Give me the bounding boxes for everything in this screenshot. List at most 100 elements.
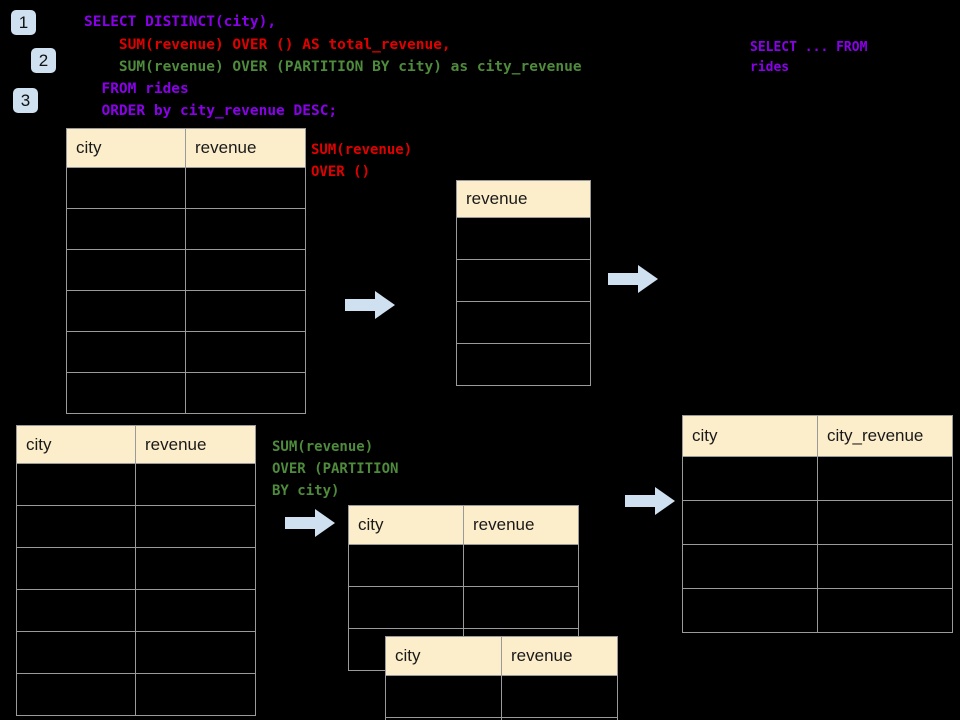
cell-city <box>682 456 818 501</box>
cell-revenue <box>185 167 306 209</box>
column-header-city: city <box>66 128 186 168</box>
cell-city-revenue <box>817 544 953 589</box>
cell-city <box>66 249 186 291</box>
table-row <box>348 586 579 629</box>
cell-revenue <box>185 372 306 414</box>
cell-revenue <box>135 505 256 548</box>
cell-revenue <box>135 589 256 632</box>
table-row <box>16 673 256 716</box>
cell-city <box>16 589 136 632</box>
table-row <box>66 372 306 414</box>
sql-line-select: SELECT DISTINCT(city), <box>84 14 277 30</box>
cell-city <box>16 673 136 716</box>
table-header-row: city revenue <box>348 505 579 545</box>
column-header-revenue: revenue <box>456 180 591 218</box>
cell-revenue <box>135 463 256 506</box>
arrow-partition-to-result <box>625 487 675 515</box>
cell-city <box>682 588 818 633</box>
cell-revenue <box>456 217 591 260</box>
step-badge-3[interactable]: 3 <box>13 88 38 113</box>
cell-revenue <box>456 259 591 302</box>
column-header-revenue: revenue <box>135 425 256 464</box>
arrow-source-to-partition <box>285 509 335 537</box>
table-row <box>16 463 256 506</box>
table-source-bottom: city revenue <box>16 425 256 716</box>
sql-line-total-revenue: SUM(revenue) OVER () AS total_revenue, <box>84 37 451 53</box>
cell-city <box>682 544 818 589</box>
table-header-row: city revenue <box>16 425 256 464</box>
cell-city <box>682 500 818 545</box>
cell-city <box>16 631 136 674</box>
cell-city <box>348 586 464 629</box>
cell-city <box>16 505 136 548</box>
table-row <box>66 249 306 291</box>
cell-revenue <box>185 249 306 291</box>
annotation-total-revenue: SUM(revenue) OVER () <box>311 142 413 180</box>
cell-revenue <box>463 544 579 587</box>
column-header-city-revenue: city_revenue <box>817 415 953 457</box>
sql-line-city-revenue: SUM(revenue) OVER (PARTITION BY city) as… <box>84 59 582 75</box>
table-result: city city_revenue <box>682 415 953 633</box>
cell-revenue <box>463 586 579 629</box>
cell-city <box>66 208 186 250</box>
table-row <box>456 301 591 344</box>
table-header-row: city city_revenue <box>682 415 953 457</box>
table-row <box>66 331 306 373</box>
step-badge-1[interactable]: 1 <box>11 10 36 35</box>
column-header-city: city <box>682 415 818 457</box>
cell-city-revenue <box>817 456 953 501</box>
arrow-source-to-total <box>345 291 395 319</box>
table-header-row: revenue <box>456 180 591 218</box>
cell-city <box>16 463 136 506</box>
table-row <box>66 208 306 250</box>
cell-revenue <box>501 675 618 718</box>
cell-city <box>385 675 502 718</box>
cell-city <box>66 372 186 414</box>
cell-revenue <box>501 717 618 720</box>
cell-revenue <box>135 547 256 590</box>
cell-city-revenue <box>817 588 953 633</box>
table-row <box>456 343 591 386</box>
table-row <box>16 631 256 674</box>
cell-city <box>348 544 464 587</box>
table-source-top: city revenue <box>66 128 306 414</box>
cell-city-revenue <box>817 500 953 545</box>
cell-revenue <box>456 343 591 386</box>
sql-side-note-line2: rides <box>750 60 790 75</box>
annotation-city-revenue: SUM(revenue) OVER (PARTITION BY city) <box>272 439 399 499</box>
step-badge-2[interactable]: 2 <box>31 48 56 73</box>
cell-city <box>66 331 186 373</box>
cell-city <box>66 167 186 209</box>
table-header-row: city revenue <box>385 636 618 676</box>
table-row <box>66 290 306 332</box>
table-row <box>385 717 618 720</box>
cell-revenue <box>185 208 306 250</box>
table-row <box>682 588 953 633</box>
sql-line-from: FROM rides <box>84 81 189 97</box>
cell-city <box>16 547 136 590</box>
column-header-revenue: revenue <box>185 128 306 168</box>
arrow-total-to-result <box>608 265 658 293</box>
table-header-row: city revenue <box>66 128 306 168</box>
sql-line-order-by: ORDER by city_revenue DESC; <box>84 103 338 119</box>
table-row <box>66 167 306 209</box>
table-row <box>16 589 256 632</box>
table-partition-front: city revenue <box>385 636 618 720</box>
cell-revenue <box>456 301 591 344</box>
column-header-city: city <box>385 636 502 676</box>
table-row <box>348 544 579 587</box>
column-header-city: city <box>348 505 464 545</box>
table-row <box>682 500 953 545</box>
cell-revenue <box>185 290 306 332</box>
cell-revenue <box>135 673 256 716</box>
table-row <box>385 675 618 718</box>
sql-side-note-line1: SELECT ... FROM <box>750 40 868 55</box>
cell-city <box>66 290 186 332</box>
table-row <box>682 456 953 501</box>
column-header-revenue: revenue <box>501 636 618 676</box>
cell-revenue <box>185 331 306 373</box>
table-row <box>16 505 256 548</box>
table-row <box>456 259 591 302</box>
table-row <box>682 544 953 589</box>
